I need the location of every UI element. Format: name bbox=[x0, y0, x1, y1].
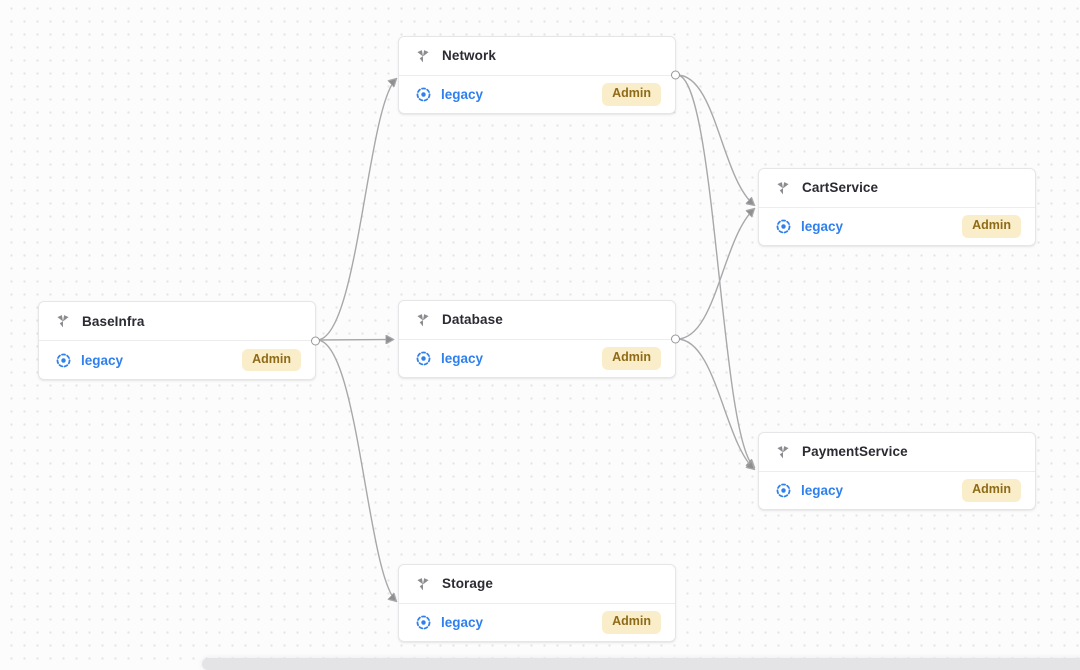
node-body: legacy Admin bbox=[39, 340, 315, 379]
dependency-edge-Network-to-PaymentService bbox=[676, 74, 754, 467]
module-label: legacy bbox=[441, 614, 484, 630]
module-label: legacy bbox=[801, 482, 844, 498]
module-label: legacy bbox=[801, 218, 844, 234]
stack-icon bbox=[775, 444, 791, 460]
role-badge: Admin bbox=[242, 348, 301, 372]
module-link[interactable]: legacy bbox=[775, 218, 843, 235]
source-handle[interactable] bbox=[671, 70, 680, 80]
node-body: legacy Admin bbox=[759, 206, 1035, 246]
module-link[interactable]: legacy bbox=[775, 482, 843, 499]
module-label: legacy bbox=[81, 352, 124, 368]
module-target-icon bbox=[415, 350, 432, 367]
module-target-icon bbox=[415, 86, 432, 103]
stack-icon bbox=[415, 48, 431, 64]
stack-node-CartService[interactable]: CartService legacy Admin bbox=[758, 168, 1036, 246]
node-header: CartService bbox=[759, 169, 1035, 207]
dependency-edge-Network-to-CartService bbox=[676, 74, 754, 205]
role-badge: Admin bbox=[962, 478, 1021, 502]
node-body: legacy Admin bbox=[399, 338, 675, 378]
role-badge: Admin bbox=[962, 214, 1021, 238]
stack-node-Network[interactable]: Network legacy Admin bbox=[398, 36, 680, 114]
module-link[interactable]: legacy bbox=[415, 614, 483, 631]
module-target-icon bbox=[775, 482, 792, 499]
dependency-edge-Database-to-PaymentService bbox=[676, 338, 754, 469]
module-label: legacy bbox=[441, 86, 484, 102]
module-label: legacy bbox=[441, 350, 484, 366]
horizontal-scrollbar[interactable] bbox=[202, 658, 1080, 670]
source-handle[interactable] bbox=[671, 334, 680, 344]
node-title: Database bbox=[442, 312, 503, 328]
stack-node-Storage[interactable]: Storage legacy Admin bbox=[398, 564, 676, 642]
stack-icon bbox=[775, 180, 791, 196]
node-title: Network bbox=[442, 48, 496, 64]
stack-icon bbox=[415, 576, 431, 592]
dependency-edge-BaseInfra-to-Network bbox=[316, 79, 396, 341]
dependency-edge-BaseInfra-to-Database bbox=[316, 340, 393, 341]
node-body: legacy Admin bbox=[399, 602, 675, 642]
dependency-edge-BaseInfra-to-Storage bbox=[316, 339, 396, 601]
node-header: Network bbox=[399, 37, 675, 75]
stack-icon bbox=[415, 312, 431, 328]
stack-node-PaymentService[interactable]: PaymentService legacy Admin bbox=[758, 432, 1036, 510]
stack-node-BaseInfra[interactable]: BaseInfra legacy Admin bbox=[38, 301, 320, 380]
module-target-icon bbox=[415, 614, 432, 631]
module-link[interactable]: legacy bbox=[55, 352, 123, 369]
node-body: legacy Admin bbox=[399, 74, 675, 114]
source-handle[interactable] bbox=[311, 336, 320, 345]
role-badge: Admin bbox=[602, 82, 661, 106]
module-target-icon bbox=[775, 218, 792, 235]
node-header: Storage bbox=[399, 565, 675, 603]
node-title: PaymentService bbox=[802, 444, 908, 460]
module-link[interactable]: legacy bbox=[415, 86, 483, 103]
role-badge: Admin bbox=[602, 346, 661, 370]
stack-icon bbox=[55, 313, 71, 329]
module-target-icon bbox=[55, 352, 72, 369]
node-header: BaseInfra bbox=[39, 302, 315, 340]
node-title: CartService bbox=[802, 180, 879, 196]
dependency-edge-Database-to-CartService bbox=[676, 209, 754, 340]
node-header: PaymentService bbox=[759, 433, 1035, 471]
role-badge: Admin bbox=[602, 610, 661, 634]
node-title: Storage bbox=[442, 576, 493, 592]
node-header: Database bbox=[399, 301, 675, 339]
module-link[interactable]: legacy bbox=[415, 350, 483, 367]
node-body: legacy Admin bbox=[759, 470, 1035, 510]
stack-node-Database[interactable]: Database legacy Admin bbox=[398, 300, 680, 378]
node-title: BaseInfra bbox=[82, 313, 145, 329]
